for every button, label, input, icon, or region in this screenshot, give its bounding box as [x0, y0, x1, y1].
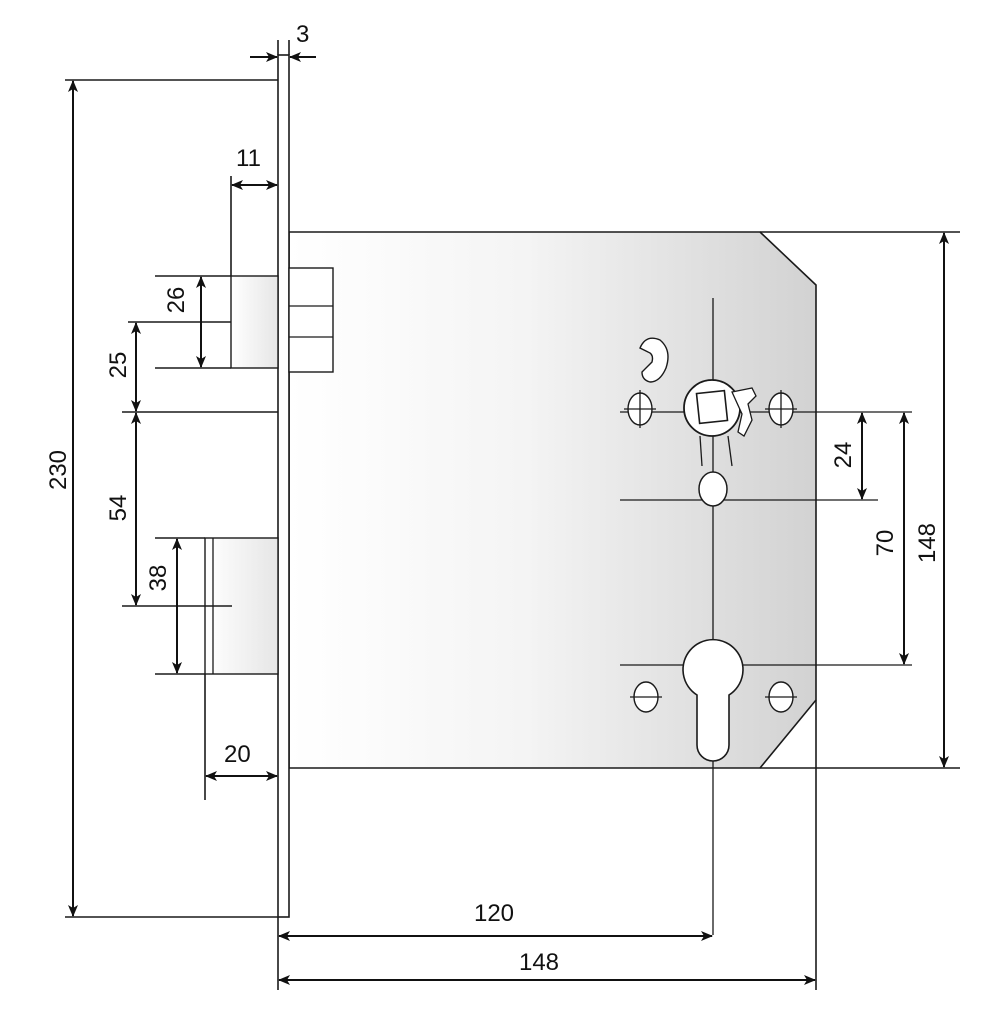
label-deadbolt-offset: 25: [105, 352, 132, 379]
label-backset: 120: [474, 900, 514, 927]
deadbolt: [230, 267, 334, 373]
square-spindle-hole: [695, 389, 729, 425]
euro-cylinder-hole: [682, 638, 744, 762]
label-latch-projection: 20: [224, 741, 251, 768]
faceplate: [277, 54, 290, 918]
cylinder-screw-hole-left: [630, 681, 662, 713]
label-latch-height: 38: [145, 565, 172, 592]
follower: [683, 379, 757, 467]
label-deadbolt-height: 26: [163, 287, 190, 314]
label-bolt-projection: 11: [236, 145, 261, 172]
label-latch-offset: 54: [105, 495, 132, 522]
follower-lever: [731, 387, 757, 437]
follower-leg: [727, 435, 733, 467]
lock-case: [288, 231, 960, 990]
dimension-lines: [68, 52, 949, 985]
latch-tail-cam: [639, 337, 669, 383]
label-total-height: 230: [45, 450, 72, 490]
deadbolt-bar: [230, 275, 279, 369]
extension-lines: [65, 40, 290, 990]
label-handle-to-cylinder: 70: [872, 530, 899, 557]
label-faceplate-thickness: 3: [296, 21, 309, 48]
cylinder-screw-hole-right: [765, 681, 797, 713]
follower-screw-hole-right: [765, 390, 797, 428]
dimension-labels: 3 11 26 25 230 54 38 20 24 70 148 120 14…: [45, 21, 941, 976]
label-case-height: 148: [914, 523, 941, 563]
label-case-depth: 148: [519, 949, 559, 976]
follower-leg: [699, 435, 703, 467]
follower-screw-hole-left: [624, 390, 656, 428]
spindle-hole: [698, 471, 728, 507]
deadbolt-inner-block: [288, 267, 334, 373]
label-handle-cylinder-spacing: 24: [830, 442, 857, 469]
